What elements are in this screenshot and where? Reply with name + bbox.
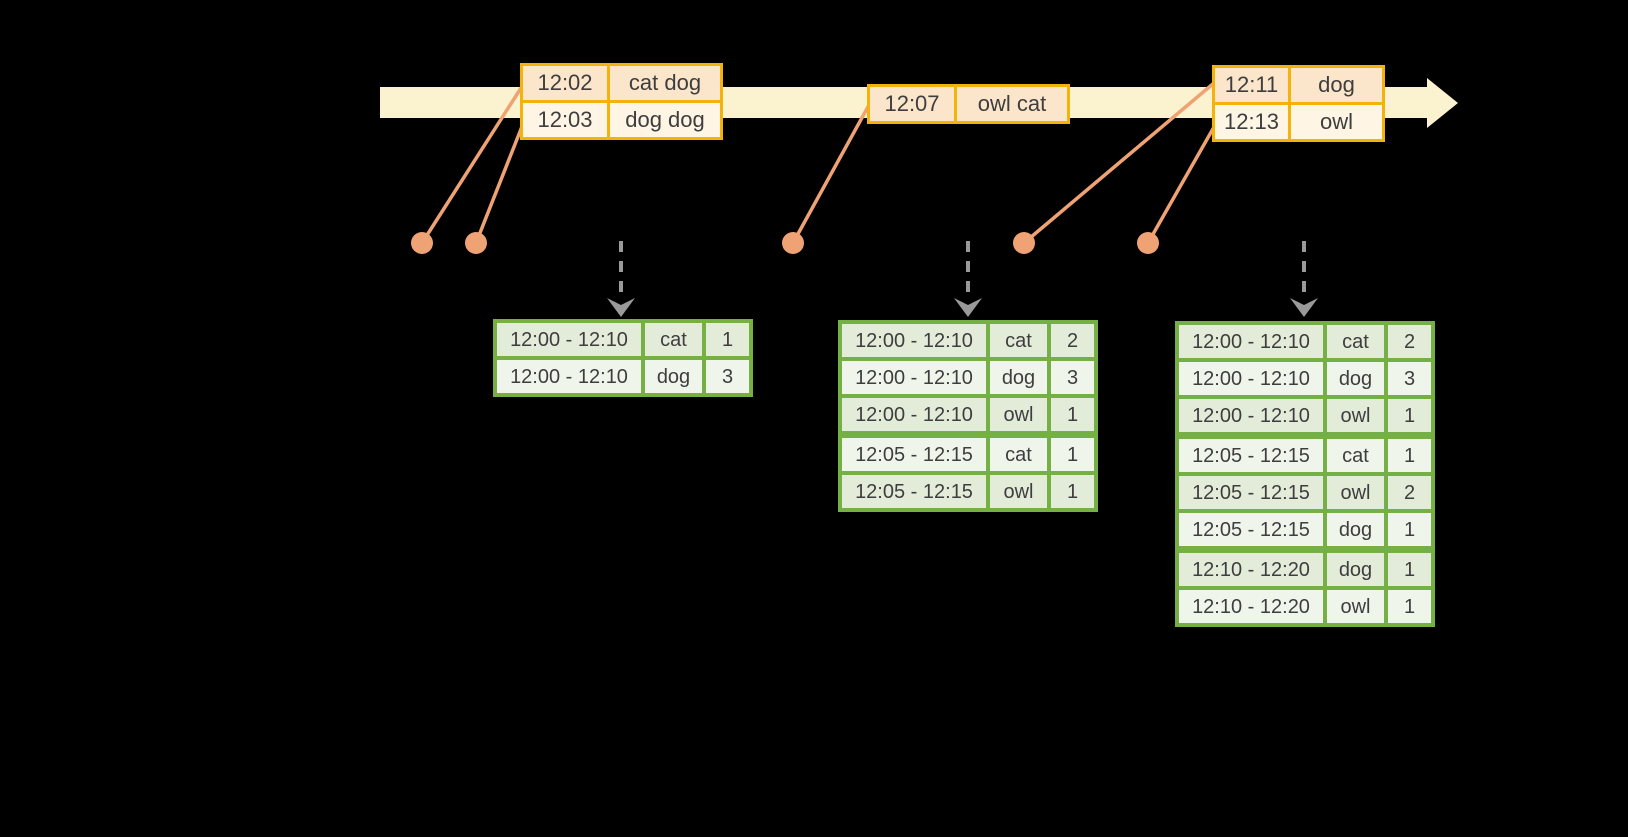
result-table-1: 12:00 - 12:10 cat 1 12:00 - 12:10 dog 3 [493,319,753,397]
event-marker-dot [465,232,487,254]
result-row: 12:00 - 12:10 cat 1 [497,323,749,356]
event-words-cell: cat dog [610,66,720,100]
event-time-cell: 12:03 [523,103,607,137]
result-row: 12:05 - 12:15 cat 1 [1179,439,1431,472]
count-cell: 2 [1388,325,1431,358]
word-cell: owl [990,475,1047,508]
window-cell: 12:00 - 12:10 [1179,362,1323,395]
count-cell: 1 [1388,399,1431,432]
event-marker-dot [1137,232,1159,254]
event-marker-dot [782,232,804,254]
event-words-cell: owl [1291,105,1382,139]
word-cell: dog [645,360,702,393]
window-cell: 12:05 - 12:15 [1179,513,1323,546]
result-row: 12:05 - 12:15 cat 1 [842,438,1094,471]
result-row: 12:00 - 12:10 cat 2 [1179,325,1431,358]
event-time-cell: 12:02 [523,66,607,100]
word-cell: cat [1327,325,1384,358]
result-row: 12:05 - 12:15 owl 2 [1179,476,1431,509]
event-table-1: 12:02 cat dog 12:03 dog dog [520,63,723,140]
result-row: 12:00 - 12:10 cat 2 [842,324,1094,357]
trigger-arrowhead-icon [607,298,635,317]
event-row: 12:02 cat dog [523,66,720,100]
word-cell: owl [990,398,1047,431]
word-cell: cat [1327,439,1384,472]
event-row: 12:07 owl cat [870,87,1067,121]
count-cell: 3 [1051,361,1094,394]
window-cell: 12:05 - 12:15 [1179,439,1323,472]
window-cell: 12:00 - 12:10 [842,361,986,394]
word-cell: dog [1327,553,1384,586]
event-table-3: 12:11 dog 12:13 owl [1212,65,1385,142]
window-cell: 12:10 - 12:20 [1179,590,1323,623]
event-row: 12:03 dog dog [523,103,720,137]
result-row: 12:10 - 12:20 owl 1 [1179,590,1431,623]
result-table-2: 12:00 - 12:10 cat 2 12:00 - 12:10 dog 3 … [838,320,1098,512]
event-words-cell: owl cat [957,87,1067,121]
event-leader-line [420,86,523,245]
event-words-cell: dog dog [610,103,720,137]
result-row: 12:05 - 12:15 dog 1 [1179,513,1431,546]
window-cell: 12:00 - 12:10 [1179,325,1323,358]
event-table-2: 12:07 owl cat [867,84,1070,124]
event-time-cell: 12:07 [870,87,954,121]
window-cell: 12:05 - 12:15 [1179,476,1323,509]
word-cell: owl [1327,590,1384,623]
result-row: 12:05 - 12:15 owl 1 [842,475,1094,508]
event-time-cell: 12:13 [1215,105,1288,139]
window-cell: 12:05 - 12:15 [842,475,986,508]
count-cell: 1 [1388,439,1431,472]
timeline-arrowhead-icon [1427,78,1458,128]
window-cell: 12:05 - 12:15 [842,438,986,471]
count-cell: 1 [1388,513,1431,546]
window-cell: 12:00 - 12:10 [1179,399,1323,432]
window-cell: 12:10 - 12:20 [1179,553,1323,586]
event-words-cell: dog [1291,68,1382,102]
window-cell: 12:00 - 12:10 [842,324,986,357]
count-cell: 3 [706,360,749,393]
event-leader-line [791,103,871,245]
word-cell: dog [990,361,1047,394]
window-cell: 12:00 - 12:10 [497,360,641,393]
word-cell: cat [645,323,702,356]
result-row: 12:00 - 12:10 dog 3 [1179,362,1431,395]
count-cell: 1 [1051,398,1094,431]
word-cell: dog [1327,362,1384,395]
count-cell: 1 [1388,590,1431,623]
word-cell: owl [1327,476,1384,509]
result-row: 12:00 - 12:10 dog 3 [842,361,1094,394]
count-cell: 2 [1051,324,1094,357]
trigger-arrowhead-icon [954,298,982,317]
result-table-3: 12:00 - 12:10 cat 2 12:00 - 12:10 dog 3 … [1175,321,1435,627]
result-row: 12:00 - 12:10 dog 3 [497,360,749,393]
window-cell: 12:00 - 12:10 [842,398,986,431]
count-cell: 1 [1388,553,1431,586]
window-cell: 12:00 - 12:10 [497,323,641,356]
result-row: 12:00 - 12:10 owl 1 [842,398,1094,431]
word-cell: owl [1327,399,1384,432]
result-row: 12:00 - 12:10 owl 1 [1179,399,1431,432]
event-time-cell: 12:11 [1215,68,1288,102]
result-row: 12:10 - 12:20 dog 1 [1179,553,1431,586]
event-marker-dot [411,232,433,254]
event-row: 12:11 dog [1215,68,1382,102]
trigger-arrowhead-icon [1290,298,1318,317]
event-row: 12:13 owl [1215,105,1382,139]
count-cell: 2 [1388,476,1431,509]
event-leader-line [474,122,525,245]
count-cell: 3 [1388,362,1431,395]
event-leader-line [1022,81,1216,245]
word-cell: cat [990,324,1047,357]
count-cell: 1 [1051,475,1094,508]
event-marker-dot [1013,232,1035,254]
count-cell: 1 [706,323,749,356]
count-cell: 1 [1051,438,1094,471]
word-cell: dog [1327,513,1384,546]
event-leader-line [1146,125,1216,245]
word-cell: cat [990,438,1047,471]
